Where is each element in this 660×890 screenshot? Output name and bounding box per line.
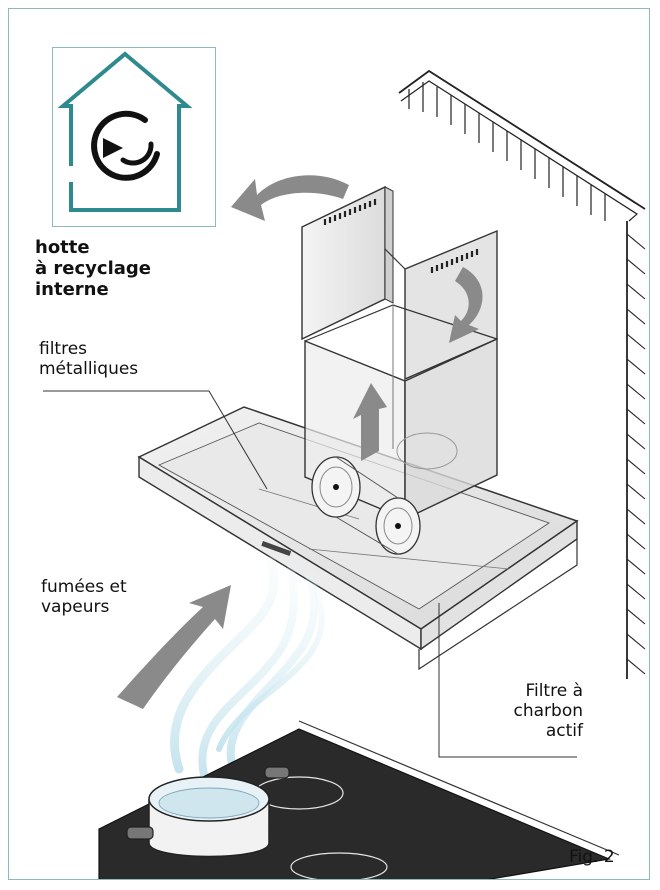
steam — [169, 556, 325, 783]
charcoal-line: charbon — [513, 701, 584, 721]
fumes-line: fumées et — [41, 577, 127, 597]
ceiling — [398, 69, 646, 222]
chimney-lower — [304, 304, 498, 521]
charcoal-filter-label: Filtre à charbon actif — [479, 681, 584, 741]
title-label: hotte à recyclage interne — [35, 237, 151, 300]
airflow-arrows — [117, 175, 483, 709]
figure-label: Fig. 2 — [569, 847, 615, 867]
fan-motor — [311, 432, 458, 555]
hood-illustration — [43, 69, 646, 879]
charcoal-line: actif — [545, 721, 583, 741]
chimney — [301, 185, 498, 381]
leader-lines — [43, 390, 577, 758]
wall — [626, 221, 646, 679]
metal-filters-line: filtres — [39, 339, 88, 359]
recycle-icon-box — [52, 47, 216, 227]
figure-frame: hotte à recyclage interne filtres métall… — [8, 8, 650, 880]
house-recycle-icon — [57, 51, 193, 212]
pot — [126, 766, 290, 858]
fumes-label: fumées et vapeurs — [41, 577, 127, 617]
metal-filters-line: métalliques — [39, 359, 139, 379]
fumes-line: vapeurs — [41, 597, 110, 617]
title-line: à recyclage — [35, 258, 151, 279]
hood-canopy — [137, 406, 579, 671]
metal-filters-label: filtres métalliques — [39, 339, 138, 379]
title-line: hotte — [35, 237, 90, 258]
title-line: interne — [35, 279, 109, 300]
charcoal-line: Filtre à — [525, 681, 583, 701]
